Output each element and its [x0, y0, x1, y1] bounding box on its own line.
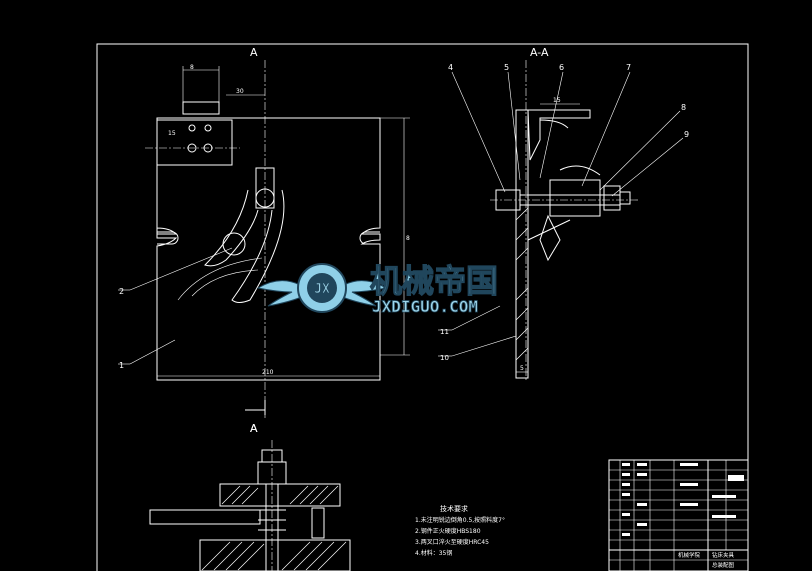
section-bracket	[527, 109, 591, 161]
dim-right: 8	[406, 235, 410, 242]
dim-top-offset: 30	[236, 88, 244, 95]
section-plate-hatch	[515, 207, 529, 361]
locating-pin	[222, 232, 246, 256]
watermark-brand: 机械帝国	[370, 262, 498, 300]
section-view: A-A 4 5 6 7 8 9	[438, 46, 689, 380]
support-pin	[311, 507, 325, 539]
dim-top-small: 15	[168, 130, 176, 137]
bracket-hole-1	[188, 124, 196, 132]
note-4: 4.材料：35钢	[415, 549, 452, 557]
fork-hole	[255, 188, 275, 208]
dim-top-block: 8	[190, 64, 194, 71]
left-slot	[157, 231, 179, 245]
balloon-10: 10	[440, 354, 449, 362]
wing-left-icon	[256, 280, 305, 307]
fork-arc	[177, 257, 263, 301]
balloon-5: 5	[504, 63, 509, 72]
spring	[258, 509, 286, 531]
clamp-plate	[219, 483, 341, 507]
balloon-7: 7	[626, 63, 631, 72]
base-plate	[156, 117, 381, 381]
notes-title: 技术要求	[440, 504, 468, 513]
stud	[265, 483, 279, 571]
watermark: JX 机械帝国 JXDIGUO.COM	[256, 261, 499, 316]
fork-hub	[255, 167, 275, 209]
balloon-9: 9	[684, 130, 689, 139]
washer	[603, 185, 621, 211]
base-section-hatch	[201, 541, 347, 571]
clamp-plate-hatch	[221, 485, 339, 505]
bracket-hole-2	[204, 124, 212, 132]
fork-section	[539, 214, 561, 262]
title-block-fills	[622, 463, 744, 536]
title-drawing-name-2: 总装配图	[712, 561, 735, 569]
balloon-1: 1	[119, 361, 124, 370]
front-view: A 8 30 15 210 8	[118, 46, 410, 435]
front-view-label: A	[250, 46, 258, 59]
dim-section-bottom: 5	[520, 365, 524, 372]
dim-width: 210	[262, 369, 274, 376]
drawing-frame	[96, 43, 749, 571]
section-plate	[515, 109, 529, 379]
bottom-view: A	[149, 422, 351, 571]
balloon-2: 2	[119, 287, 124, 296]
handle-top	[559, 165, 601, 176]
fork-right-arm	[231, 189, 285, 303]
watermark-url: JXDIGUO.COM	[372, 297, 478, 316]
balloon-4: 4	[448, 63, 453, 72]
bottom-arrow-label: A	[250, 422, 258, 435]
workpiece	[149, 509, 261, 525]
bolt-end	[619, 191, 631, 205]
bottom-view-label: A	[250, 422, 258, 435]
note-3: 3.两叉口淬火至硬度HRC45	[415, 538, 489, 546]
title-school: 机械学院	[678, 551, 701, 559]
technical-notes: 技术要求 1.未注明锐边倒角0.5,按照料度7° 2.钢件正火硬度HBS180 …	[415, 504, 505, 557]
title-block-frame	[608, 459, 749, 571]
balloon-8: 8	[681, 103, 686, 112]
clamp-nut	[549, 179, 601, 217]
fork-left-arm	[204, 189, 259, 267]
right-slot	[359, 231, 380, 245]
title-block: 机械学院 钻床夹具 总装配图	[608, 459, 749, 571]
note-1: 1.未注明锐边倒角0.5,按照料度7°	[415, 516, 505, 524]
title-drawing-name-1: 钻床夹具	[712, 551, 735, 559]
bracket-body	[156, 119, 233, 166]
bracket-top	[182, 101, 220, 115]
base-section	[199, 539, 351, 571]
balloon-6: 6	[559, 63, 564, 72]
note-2: 2.钢件正火硬度HBS180	[415, 527, 481, 535]
dim-section-small: 15	[553, 97, 561, 104]
watermark-emblem: JX	[314, 282, 330, 297]
section-view-label: A-A	[530, 46, 549, 59]
wing-right-icon	[339, 280, 388, 307]
balloon-11: 11	[440, 328, 449, 336]
fork-arc-inner	[191, 269, 259, 297]
